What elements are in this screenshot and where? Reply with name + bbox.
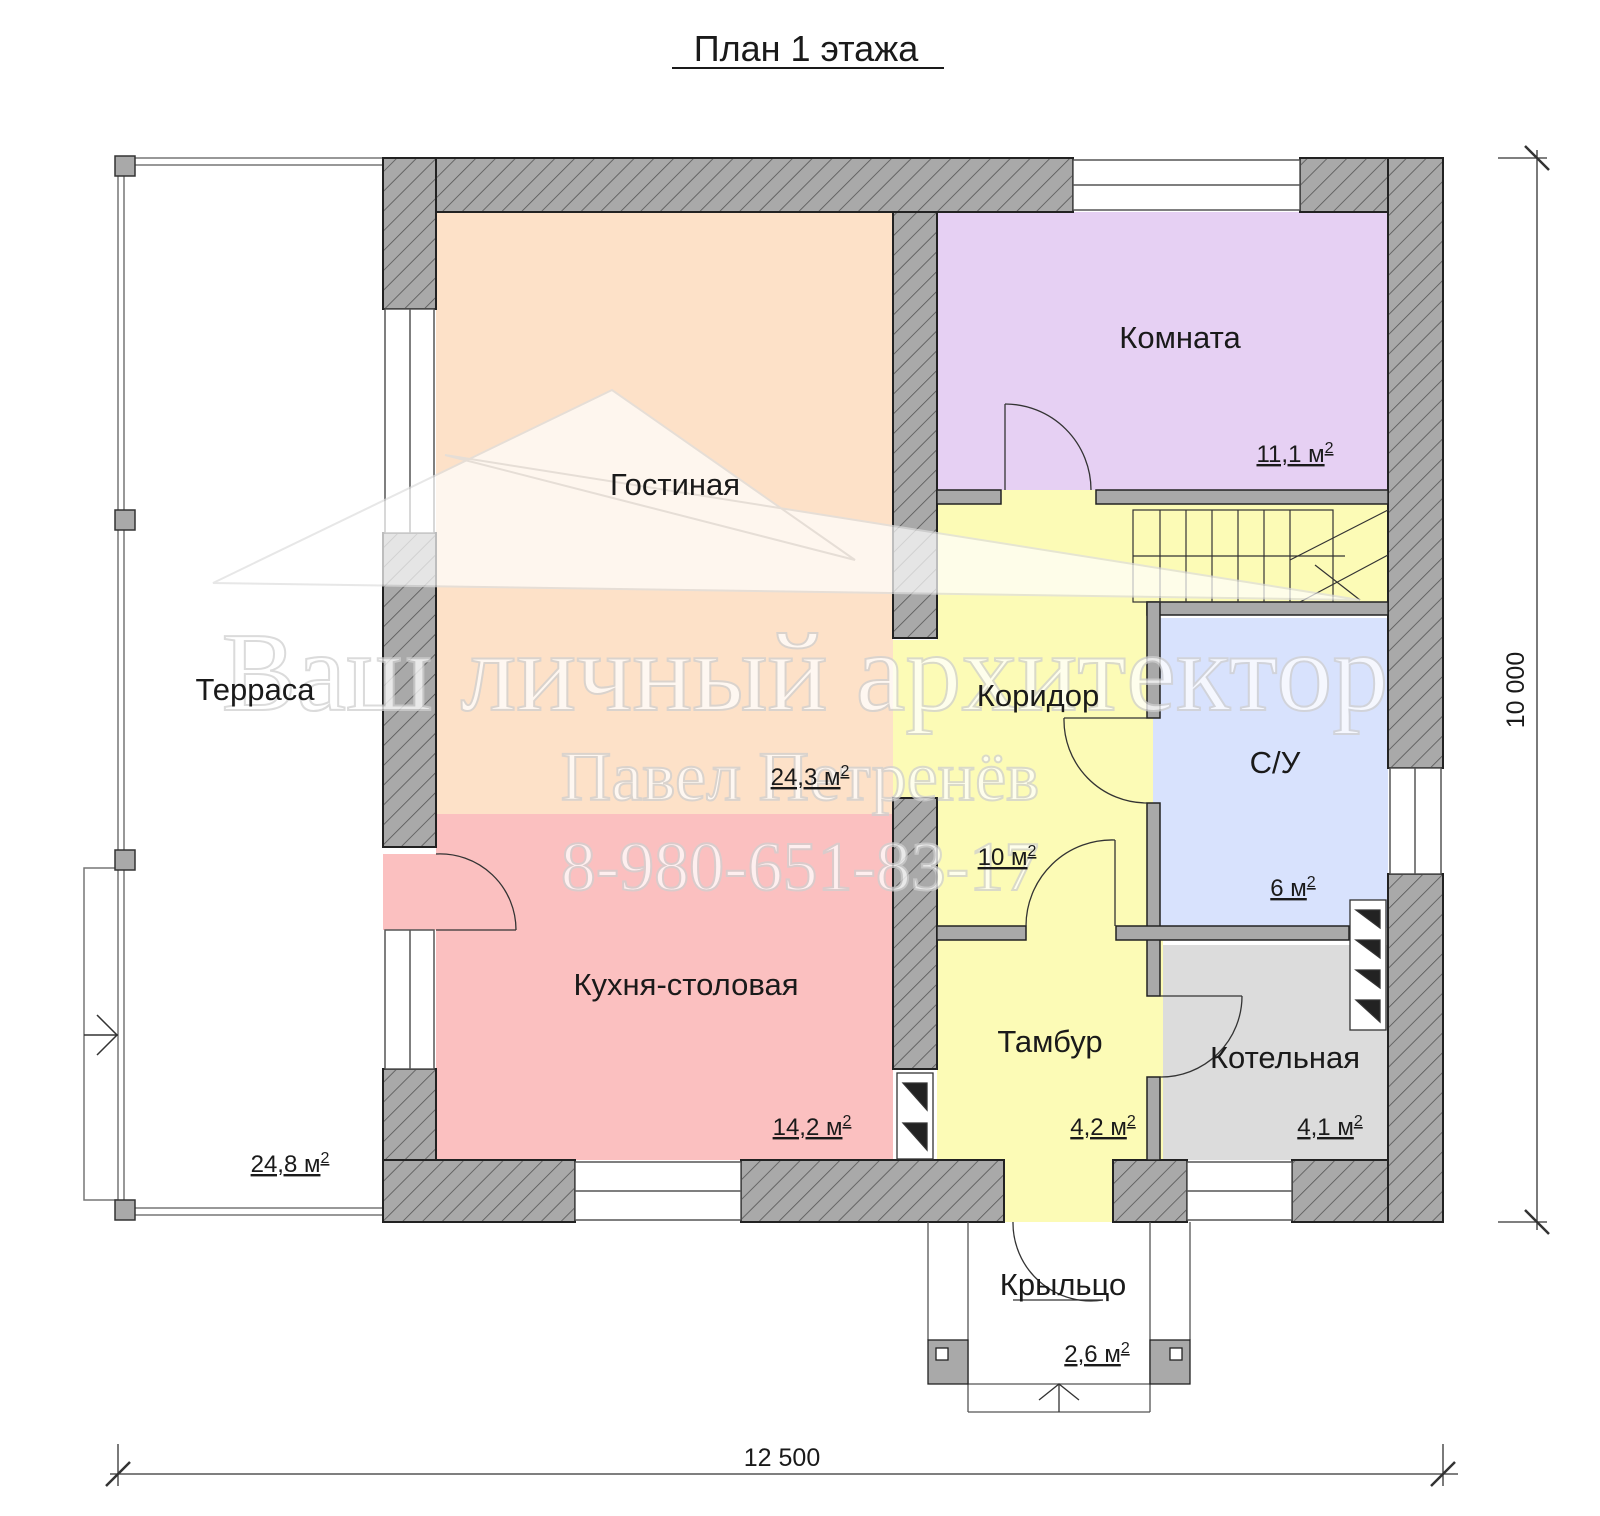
room-label-room: Комната bbox=[1119, 320, 1241, 355]
terrace-outline bbox=[83, 157, 383, 1216]
watermark-line-3: 8-980-651-83-17 bbox=[561, 829, 1039, 906]
room-label-vestibule: Тамбур bbox=[997, 1024, 1102, 1059]
kitchen-entrance-fill bbox=[383, 854, 436, 930]
area-label-boiler: 4,1 м2 bbox=[1297, 1113, 1363, 1141]
doors bbox=[435, 403, 1243, 1302]
room-label-porch: Крыльцо bbox=[1000, 1267, 1126, 1302]
watermark-line-1: Ваш личный архитектор bbox=[222, 611, 1389, 735]
area-label-terrace: 24,8 м2 bbox=[251, 1150, 330, 1178]
room-label-terrace: Терраса bbox=[196, 672, 316, 707]
area-label-vestibule: 4,2 м2 bbox=[1070, 1113, 1136, 1141]
dimension-height-label: 10 000 bbox=[1502, 652, 1530, 728]
terrace-posts bbox=[114, 155, 136, 1221]
porch-entry-arrow bbox=[1038, 1383, 1080, 1412]
room-fill-bathroom bbox=[1153, 618, 1388, 928]
area-label-corridor: 10 м2 bbox=[978, 843, 1037, 871]
porch-outline bbox=[927, 1222, 1191, 1413]
watermark-logo bbox=[212, 388, 1361, 601]
partitions bbox=[936, 489, 1389, 1161]
room-fill-kitchen bbox=[436, 814, 893, 1160]
dimension-width-label: 12 500 bbox=[744, 1444, 820, 1472]
room-label-bathroom: С/У bbox=[1250, 745, 1301, 780]
plan-title: План 1 этажа bbox=[694, 28, 920, 69]
watermark-line-2: Павел Петренёв bbox=[561, 739, 1039, 816]
boiler-equipment-icon bbox=[1349, 899, 1387, 1031]
room-label-living: Гостиная bbox=[610, 467, 740, 502]
room-label-corridor: Коридор bbox=[977, 678, 1099, 713]
terrace-entry-arrow bbox=[84, 1014, 119, 1056]
dimension-line-width bbox=[105, 1444, 1458, 1487]
room-fill-room bbox=[937, 212, 1388, 490]
watermark: Ваш личный архитектор Павел Петренёв 8-9… bbox=[212, 388, 1389, 907]
kitchen-stove-icon bbox=[896, 1072, 934, 1160]
area-label-kitchen: 14,2 м2 bbox=[773, 1113, 852, 1141]
area-label-room: 11,1 м2 bbox=[1256, 440, 1333, 468]
area-label-porch: 2,6 м2 bbox=[1064, 1340, 1130, 1368]
area-label-living: 24,3 м2 bbox=[771, 763, 850, 791]
porch-posts bbox=[927, 1339, 1191, 1385]
outer-walls bbox=[382, 157, 1444, 1223]
dimension-line-height bbox=[1498, 145, 1550, 1235]
room-label-boiler: Котельная bbox=[1210, 1040, 1360, 1075]
room-label-kitchen: Кухня-столовая bbox=[573, 967, 798, 1002]
area-label-bathroom: 6 м2 bbox=[1270, 874, 1316, 902]
